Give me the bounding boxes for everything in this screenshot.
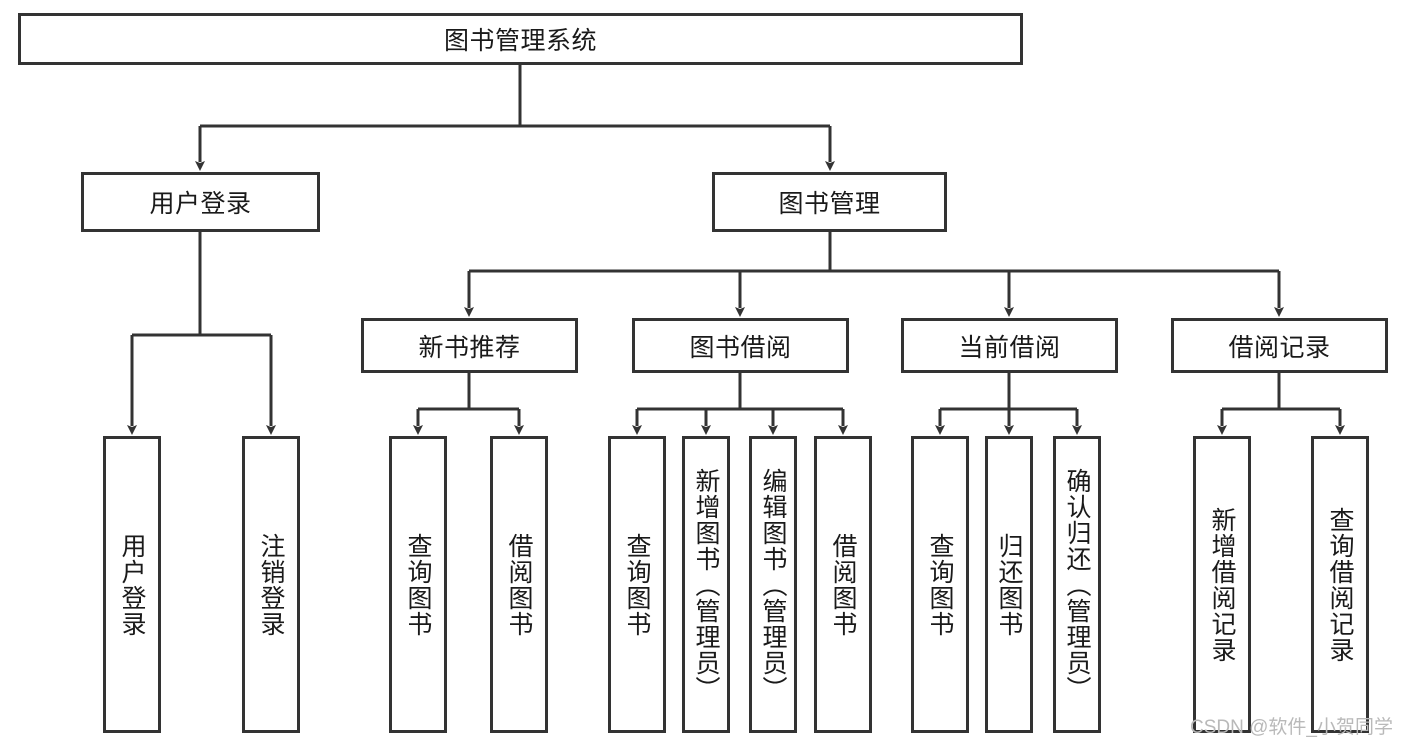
node-label: 用户登录 <box>118 532 146 637</box>
node-label: 确认归还（管理员） <box>1063 467 1091 702</box>
leaf-query-book-current[interactable]: 查询图书 <box>911 436 969 733</box>
leaf-user-login[interactable]: 用户登录 <box>103 436 161 733</box>
node-user-login[interactable]: 用户登录 <box>81 172 320 232</box>
node-label: 新增图书（管理员） <box>692 467 720 702</box>
leaf-borrow-book-recommend[interactable]: 借阅图书 <box>490 436 548 733</box>
node-new-book-recommend[interactable]: 新书推荐 <box>361 318 578 373</box>
node-borrow-record[interactable]: 借阅记录 <box>1171 318 1388 373</box>
leaf-edit-book-admin[interactable]: 编辑图书（管理员） <box>749 436 797 733</box>
node-label: 查询图书 <box>404 532 432 637</box>
node-book-manage[interactable]: 图书管理 <box>712 172 947 232</box>
leaf-query-book-borrow[interactable]: 查询图书 <box>608 436 666 733</box>
leaf-return-book[interactable]: 归还图书 <box>985 436 1033 733</box>
node-label: 查询借阅记录 <box>1326 506 1354 663</box>
node-label: 用户登录 <box>149 190 252 218</box>
node-label: 编辑图书（管理员） <box>759 467 787 702</box>
node-label: 借阅记录 <box>1228 333 1331 362</box>
node-book-borrow[interactable]: 图书借阅 <box>632 318 849 373</box>
node-label: 图书借阅 <box>689 333 792 362</box>
leaf-confirm-return-admin[interactable]: 确认归还（管理员） <box>1053 436 1101 733</box>
node-label: 归还图书 <box>995 532 1023 637</box>
node-current-borrow[interactable]: 当前借阅 <box>901 318 1118 373</box>
leaf-query-borrow-record[interactable]: 查询借阅记录 <box>1311 436 1369 733</box>
node-book-management-system[interactable]: 图书管理系统 <box>18 13 1023 65</box>
node-label: 查询图书 <box>926 532 954 637</box>
node-label: 当前借阅 <box>958 333 1061 362</box>
node-label: 注销登录 <box>257 532 285 637</box>
node-label: 查询图书 <box>623 532 651 637</box>
node-label: 借阅图书 <box>505 532 533 637</box>
node-label: 图书管理 <box>778 190 881 218</box>
leaf-query-book-recommend[interactable]: 查询图书 <box>389 436 447 733</box>
node-label: 图书管理系统 <box>443 27 597 55</box>
node-label: 新书推荐 <box>418 333 521 362</box>
leaf-add-borrow-record[interactable]: 新增借阅记录 <box>1193 436 1251 733</box>
leaf-borrow-book[interactable]: 借阅图书 <box>814 436 872 733</box>
csdn-watermark: CSDN @软件_小贺同学 <box>1190 717 1393 738</box>
node-label: 新增借阅记录 <box>1208 506 1236 663</box>
leaf-logout-login[interactable]: 注销登录 <box>242 436 300 733</box>
leaf-add-book-admin[interactable]: 新增图书（管理员） <box>682 436 730 733</box>
node-label: 借阅图书 <box>829 532 857 637</box>
